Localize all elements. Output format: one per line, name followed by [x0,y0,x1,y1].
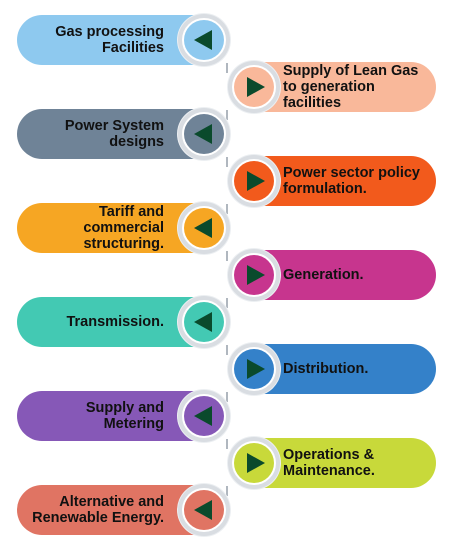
step-circle-inner [234,443,274,483]
step-label: Operations & Maintenance. [283,447,375,479]
step-circle-inner [184,20,224,60]
connector-line [226,204,228,214]
connector-line [226,157,228,167]
connector-line [226,345,228,355]
step-label: Transmission. [66,314,164,330]
play-left-icon [193,30,212,50]
step-circle-inner [234,161,274,201]
connector-line [226,298,228,308]
step-circle [178,14,230,66]
play-right-icon [247,171,265,191]
play-left-icon [193,500,212,520]
step-circle [228,249,280,301]
step-circle [178,296,230,348]
connector-line [226,439,228,449]
step-circle [228,61,280,113]
play-right-icon [247,77,265,97]
step-circle-inner [234,67,274,107]
step-circle-inner [184,114,224,154]
step-label: Alternative and Renewable Energy. [32,494,164,526]
play-left-icon [193,124,212,144]
play-left-icon [193,218,212,238]
connector-line [226,110,228,120]
step-circle [228,155,280,207]
step-label: Tariff and commercial structuring. [83,204,164,252]
step-circle-inner [234,349,274,389]
step-circle-inner [184,490,224,530]
connector-line [226,392,228,402]
connector-line [226,63,228,73]
step-label: Generation. [283,267,364,283]
step-circle-inner [234,255,274,295]
step-circle-inner [184,208,224,248]
step-label: Supply of Lean Gas to generation facilit… [283,63,419,111]
play-right-icon [247,453,265,473]
play-right-icon [247,359,265,379]
play-left-icon [193,312,212,332]
step-circle [178,484,230,536]
step-label: Power sector policy formulation. [283,165,420,197]
step-label: Supply and Metering [85,400,164,432]
step-circle [178,390,230,442]
step-label: Power System designs [64,118,164,150]
step-circle [228,437,280,489]
step-label: Gas processing Facilities [55,24,164,56]
step-circle [228,343,280,395]
step-label: Distribution. [283,361,369,377]
step-circle-inner [184,302,224,342]
connector-line [226,486,228,496]
step-circle [178,202,230,254]
connector-line [226,251,228,261]
play-left-icon [193,406,212,426]
step-circle [178,108,230,160]
play-right-icon [247,265,265,285]
step-circle-inner [184,396,224,436]
